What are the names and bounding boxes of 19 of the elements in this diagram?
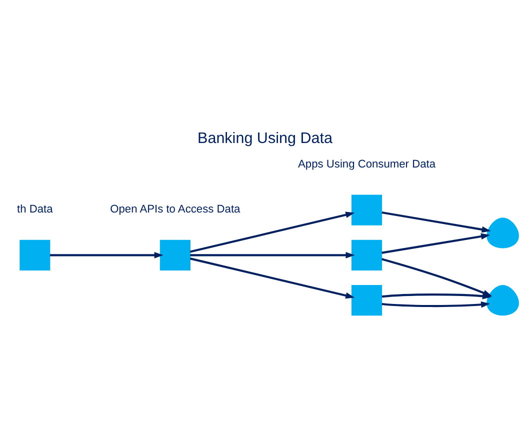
arrow [190,252,355,258]
arrow [382,292,492,299]
label: Open APIs to Access Data [110,203,240,216]
node-box [352,284,382,316]
arrow [382,300,490,308]
node-person [486,217,519,248]
arrow [382,210,491,232]
node-box [160,239,190,270]
label: Apps Using Consumer Data [298,158,436,170]
node-box [20,239,50,270]
arrow [190,257,355,298]
arrow [382,232,490,254]
diagram-title: Banking Using Data [198,129,332,146]
node-person [486,284,519,316]
node-box [352,239,382,270]
arrow [190,211,355,252]
arrow [50,252,164,258]
label: th Data [17,203,53,216]
node-box [352,194,382,225]
